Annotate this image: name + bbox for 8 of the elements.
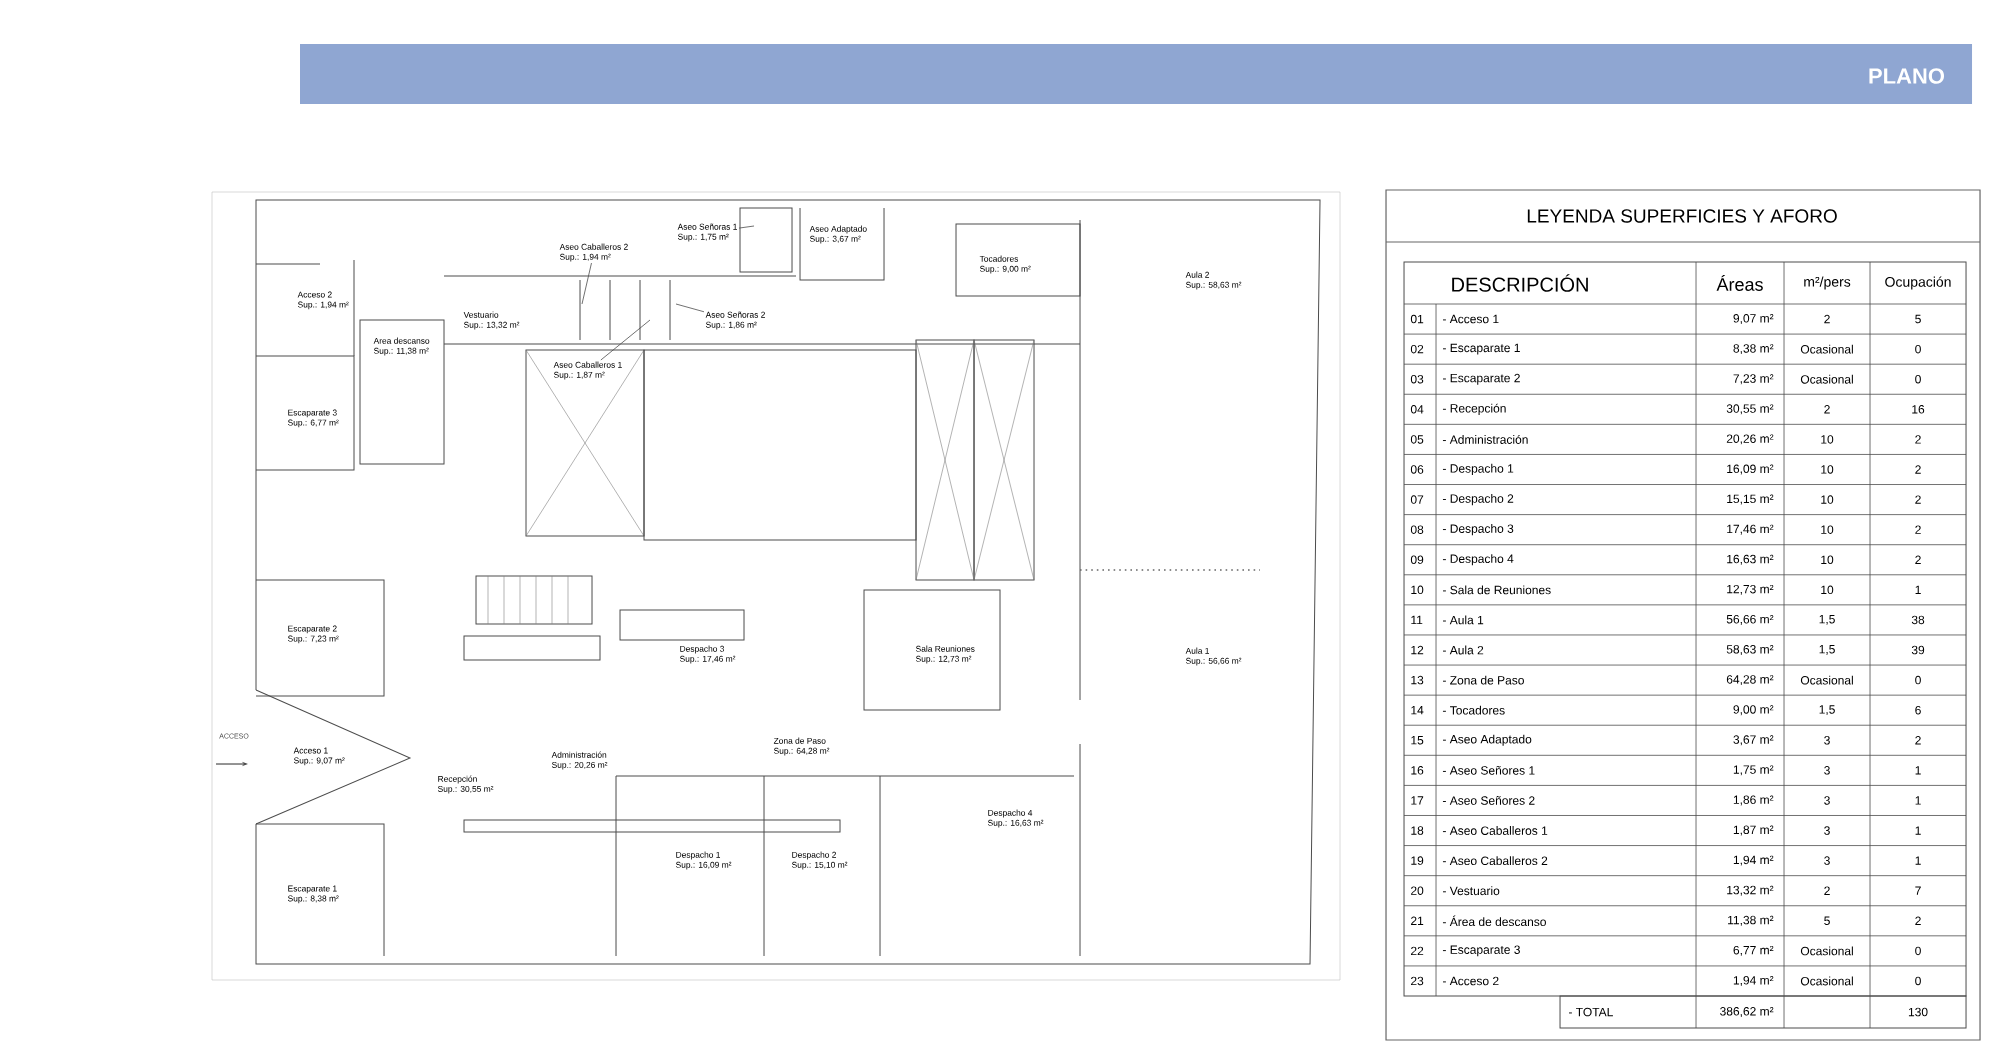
leader-line <box>600 319 651 361</box>
leader-line <box>675 303 705 313</box>
leader-line <box>581 262 592 305</box>
column-header: Áreas <box>1716 275 1763 291</box>
leader-line <box>738 225 755 229</box>
table-title: LEYENDA SUPERFICIES Y AFORO <box>1527 209 1837 223</box>
header-title: PLANO <box>1869 68 1945 84</box>
column-header: DESCRIPCIÓN <box>1452 274 1588 292</box>
